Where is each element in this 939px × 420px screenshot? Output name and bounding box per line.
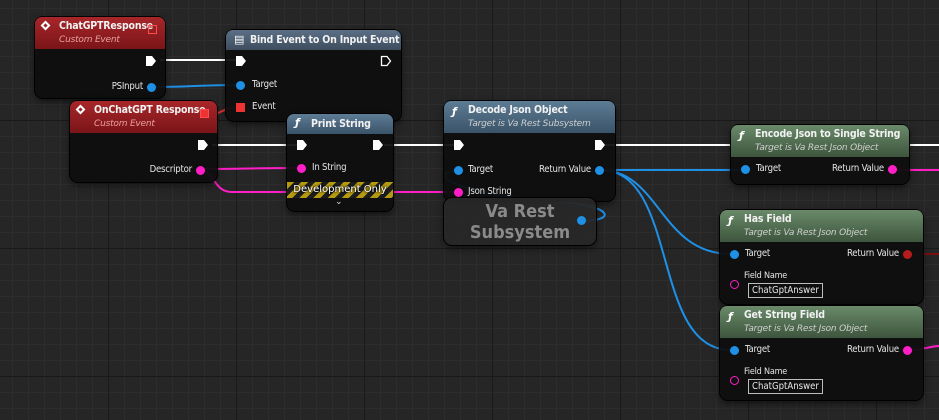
- development-only-banner: Development Only: [287, 182, 393, 198]
- object-out-pin[interactable]: [147, 83, 156, 92]
- function-f-icon: ƒ: [739, 129, 744, 142]
- node-title: Encode Json to Single String: [755, 128, 901, 140]
- string-out-pin[interactable]: [196, 166, 205, 175]
- string-out-pin[interactable]: [903, 346, 912, 355]
- bind-event-icon: ▤: [234, 33, 245, 46]
- node-title: OnChatGPT Response: [94, 104, 206, 116]
- bind-event-node[interactable]: ▤ Bind Event to On Input Event Target Ev…: [226, 30, 401, 121]
- node-header[interactable]: ƒ Encode Json to Single String Target is…: [731, 125, 909, 157]
- pin-label-target: Target: [252, 79, 278, 90]
- node-subtitle: Target is Va Rest Json Object: [744, 324, 868, 334]
- field-name-input[interactable]: ChatGptAnswer: [748, 283, 823, 298]
- event-in-pin[interactable]: [236, 103, 245, 112]
- pin-label-return-value: Return Value: [538, 164, 591, 175]
- object-wire: [599, 169, 732, 255]
- node-title: Bind Event to On Input Event: [250, 34, 400, 46]
- get-string-field-node[interactable]: ƒ Get String Field Target is Va Rest Jso…: [720, 306, 923, 400]
- node-header[interactable]: ChatGPTResponse Custom Event: [35, 17, 165, 49]
- va-rest-subsystem-node[interactable]: Va Rest Subsystem: [444, 198, 596, 245]
- exec-out-pin[interactable]: [594, 139, 606, 151]
- target-in-pin[interactable]: [236, 81, 245, 90]
- delegate-pin-icon[interactable]: [200, 109, 209, 118]
- function-f-icon: ƒ: [728, 310, 733, 323]
- function-f-icon: ƒ: [728, 214, 733, 227]
- node-header[interactable]: ƒ Get String Field Target is Va Rest Jso…: [720, 306, 923, 338]
- node-header[interactable]: ƒ Has Field Target is Va Rest Json Objec…: [720, 210, 923, 242]
- exec-out-pin[interactable]: [380, 55, 392, 67]
- object-wire: [599, 169, 732, 351]
- target-in-pin[interactable]: [730, 346, 739, 355]
- print-string-node[interactable]: ƒ Print String In String Development Onl…: [287, 114, 393, 211]
- node-title: ChatGPTResponse: [59, 20, 153, 32]
- node-header[interactable]: ▤ Bind Event to On Input Event: [226, 30, 401, 50]
- node-header[interactable]: ƒ Decode Json Object Target is Va Rest S…: [444, 101, 615, 133]
- pin-label-target: Target: [756, 163, 782, 174]
- node-subtitle: Custom Event: [59, 35, 120, 45]
- pin-label-field-name: Field Name: [744, 367, 788, 377]
- node-title-line2: Subsystem: [469, 222, 571, 243]
- delegate-pin-icon[interactable]: [148, 25, 157, 34]
- string-in-pin[interactable]: [297, 164, 306, 173]
- pin-label-psinput: PSInput: [111, 81, 144, 92]
- exec-out-pin[interactable]: [372, 139, 384, 151]
- pin-label-return-value: Return Value: [831, 163, 884, 174]
- node-title: Decode Json Object: [468, 104, 568, 116]
- development-only-label: Development Only: [293, 184, 387, 195]
- chatgpt-response-event-node[interactable]: ChatGPTResponse Custom Event PSInput: [35, 17, 165, 98]
- pin-label-in-string: In String: [312, 162, 347, 173]
- node-title: Get String Field: [744, 309, 825, 321]
- pin-label-target: Target: [468, 164, 494, 175]
- pin-label-return-value: Return Value: [846, 344, 899, 355]
- exec-out-pin[interactable]: [145, 55, 157, 67]
- exec-in-pin[interactable]: [296, 139, 308, 151]
- exec-in-pin[interactable]: [235, 55, 247, 67]
- node-subtitle: Target is Va Rest Subsystem: [468, 119, 591, 129]
- pin-label-target: Target: [745, 344, 771, 355]
- function-f-icon: ƒ: [295, 116, 300, 129]
- target-in-pin[interactable]: [741, 165, 750, 174]
- on-chatgpt-response-event-node[interactable]: OnChatGPT Response Custom Event Descript…: [70, 101, 217, 182]
- pin-label-target: Target: [745, 248, 771, 259]
- pin-label-json-string: Json String: [468, 186, 512, 197]
- exec-out-pin[interactable]: [197, 139, 209, 151]
- has-field-node[interactable]: ƒ Has Field Target is Va Rest Json Objec…: [720, 210, 923, 304]
- event-diamond-icon: [40, 20, 51, 31]
- string-out-pin[interactable]: [888, 165, 897, 174]
- node-header[interactable]: OnChatGPT Response Custom Event: [70, 101, 217, 133]
- field-name-input[interactable]: ChatGptAnswer: [748, 379, 823, 394]
- node-header[interactable]: ƒ Print String: [287, 114, 393, 134]
- bool-out-pin[interactable]: [903, 250, 912, 259]
- node-subtitle: Target is Va Rest Json Object: [755, 143, 879, 153]
- node-title: Has Field: [744, 213, 792, 225]
- pin-label-return-value: Return Value: [846, 248, 899, 259]
- string-in-pin[interactable]: [730, 376, 739, 385]
- string-in-pin[interactable]: [730, 280, 739, 289]
- node-subtitle: Custom Event: [94, 119, 155, 129]
- decode-json-object-node[interactable]: ƒ Decode Json Object Target is Va Rest S…: [444, 101, 615, 201]
- object-out-pin[interactable]: [595, 166, 604, 175]
- pin-label-descriptor: Descriptor: [149, 164, 193, 175]
- encode-json-to-single-string-node[interactable]: ƒ Encode Json to Single String Target is…: [731, 125, 909, 184]
- node-title: Print String: [311, 118, 371, 130]
- pin-label-event: Event: [252, 101, 276, 112]
- pin-label-field-name: Field Name: [744, 271, 788, 281]
- chevron-down-icon[interactable]: ⌄: [335, 197, 343, 207]
- string-in-pin[interactable]: [454, 188, 463, 197]
- node-title-line1: Va Rest: [485, 201, 555, 222]
- exec-in-pin[interactable]: [453, 139, 465, 151]
- event-diamond-icon: [75, 104, 86, 115]
- target-in-pin[interactable]: [454, 166, 463, 175]
- function-f-icon: ƒ: [452, 105, 457, 118]
- node-subtitle: Target is Va Rest Json Object: [744, 228, 868, 238]
- target-in-pin[interactable]: [730, 250, 739, 259]
- object-out-pin[interactable]: [577, 216, 586, 225]
